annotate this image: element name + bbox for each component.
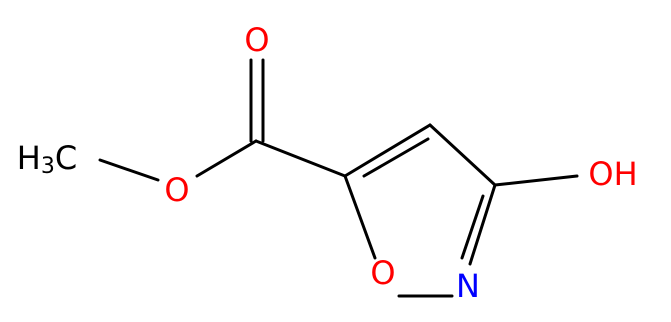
bond-c3-oh: [493, 174, 579, 187]
ring-oxygen-label: O: [370, 254, 395, 292]
methyl-label: H3C: [17, 139, 77, 179]
bond-c5-c4: [343, 123, 432, 178]
bond-c5-c4-inner: [362, 137, 430, 178]
bond-ring-o-c5: [343, 174, 377, 260]
bond-ester-o-carbonyl-c: [195, 139, 258, 178]
bond-c3-n-inner: [460, 194, 485, 260]
hydroxyl-label: OH: [588, 155, 637, 193]
bond-carbonyl-ring-c5: [254, 139, 347, 178]
ring-nitrogen-label: N: [456, 267, 480, 305]
carbonyl-oxygen-label: O: [244, 21, 269, 59]
bond-methyl-ester-o: [98, 158, 160, 182]
bond-c3-n: [468, 183, 497, 266]
bond-c4-c3: [428, 123, 497, 187]
ester-oxygen-label: O: [164, 171, 189, 209]
